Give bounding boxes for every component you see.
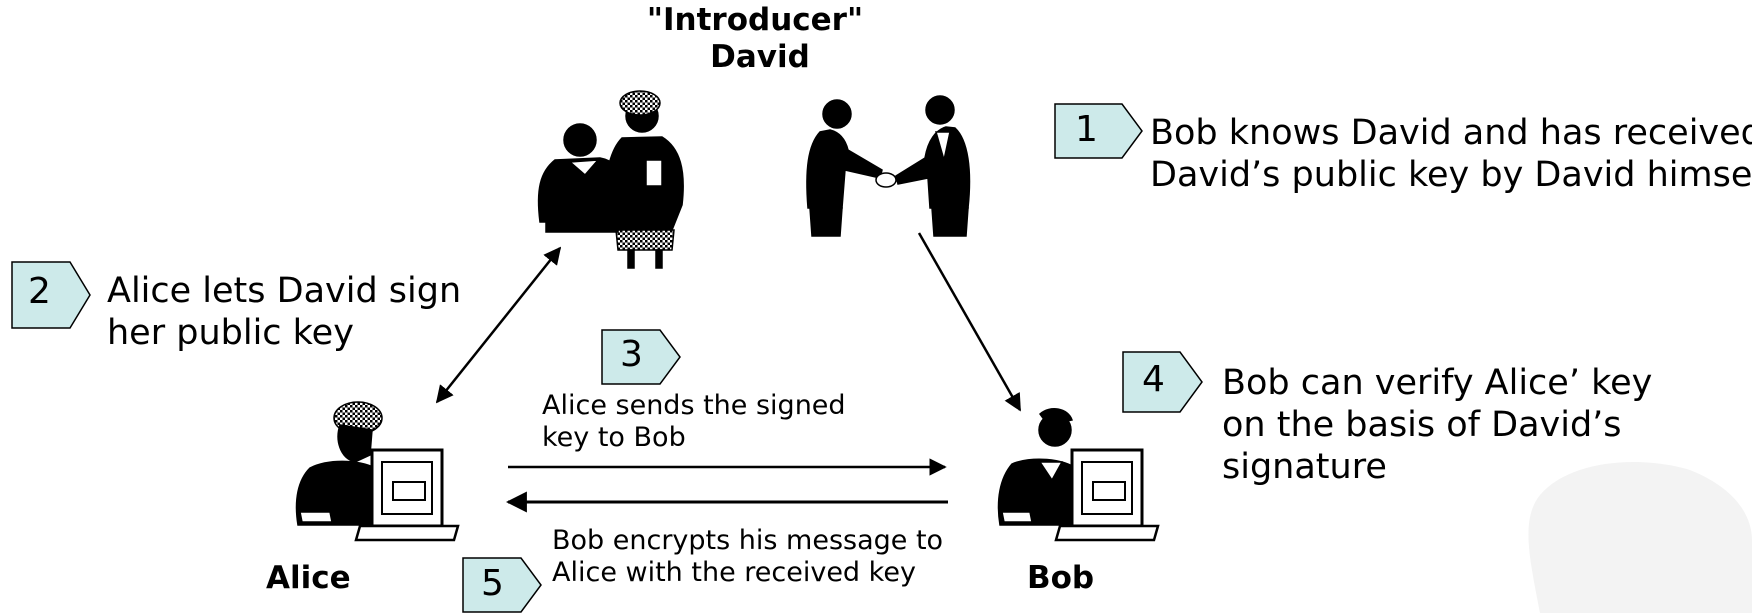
step-3-line-1: Alice sends the signed: [542, 390, 846, 421]
step-1-badge: [1054, 103, 1143, 159]
step-5-line-1: Bob encrypts his message to: [552, 525, 944, 556]
step-2-number: 2: [28, 271, 51, 312]
bob-label: Bob: [1027, 560, 1095, 596]
step-4-line-3: signature: [1222, 447, 1387, 487]
alice-computer-icon: [295, 401, 460, 542]
step-3-number: 3: [620, 334, 643, 375]
step-4-line-2: on the basis of David’s: [1222, 405, 1622, 445]
step-5-badge: [462, 557, 542, 613]
step-2-text: Alice lets David sign her public key: [107, 270, 461, 354]
step-3-badge: [601, 329, 681, 385]
step-4-text: Bob can verify Alice’ key on the basis o…: [1222, 362, 1652, 488]
step-2-badge: [11, 261, 91, 329]
alice-label: Alice: [266, 560, 351, 596]
step-1-text: Bob knows David and has received David’s…: [1150, 112, 1752, 196]
background-silhouette: [1528, 462, 1752, 613]
introducer-title: "Introducer": [646, 2, 864, 38]
step-4-line-1: Bob can verify Alice’ key: [1222, 363, 1653, 403]
step-4-badge: [1122, 351, 1203, 413]
arrow-david-bob: [917, 232, 1022, 412]
step-5-text: Bob encrypts his message to Alice with t…: [552, 525, 943, 590]
introducer-name: David: [710, 39, 810, 76]
handshake-icon: [806, 95, 971, 237]
meeting-people-icon: [537, 90, 684, 269]
step-2-line-1: Alice lets David sign: [107, 271, 462, 311]
step-2-line-2: her public key: [107, 313, 354, 353]
step-3-text: Alice sends the signed key to Bob: [542, 390, 846, 455]
step-1-number: 1: [1075, 109, 1098, 150]
step-4-number: 4: [1142, 359, 1165, 400]
step-1-line-1: Bob knows David and has received: [1150, 113, 1752, 153]
introducer-label: "Introducer" David: [620, 2, 890, 76]
step-5-line-2: Alice with the received key: [552, 557, 916, 589]
step-1-line-2: David’s public key by David himself: [1150, 155, 1752, 195]
step-5-number: 5: [481, 563, 504, 604]
arrow-alice-david: [435, 246, 562, 404]
bob-computer-icon: [997, 408, 1160, 542]
step-3-line-2: key to Bob: [542, 422, 686, 454]
